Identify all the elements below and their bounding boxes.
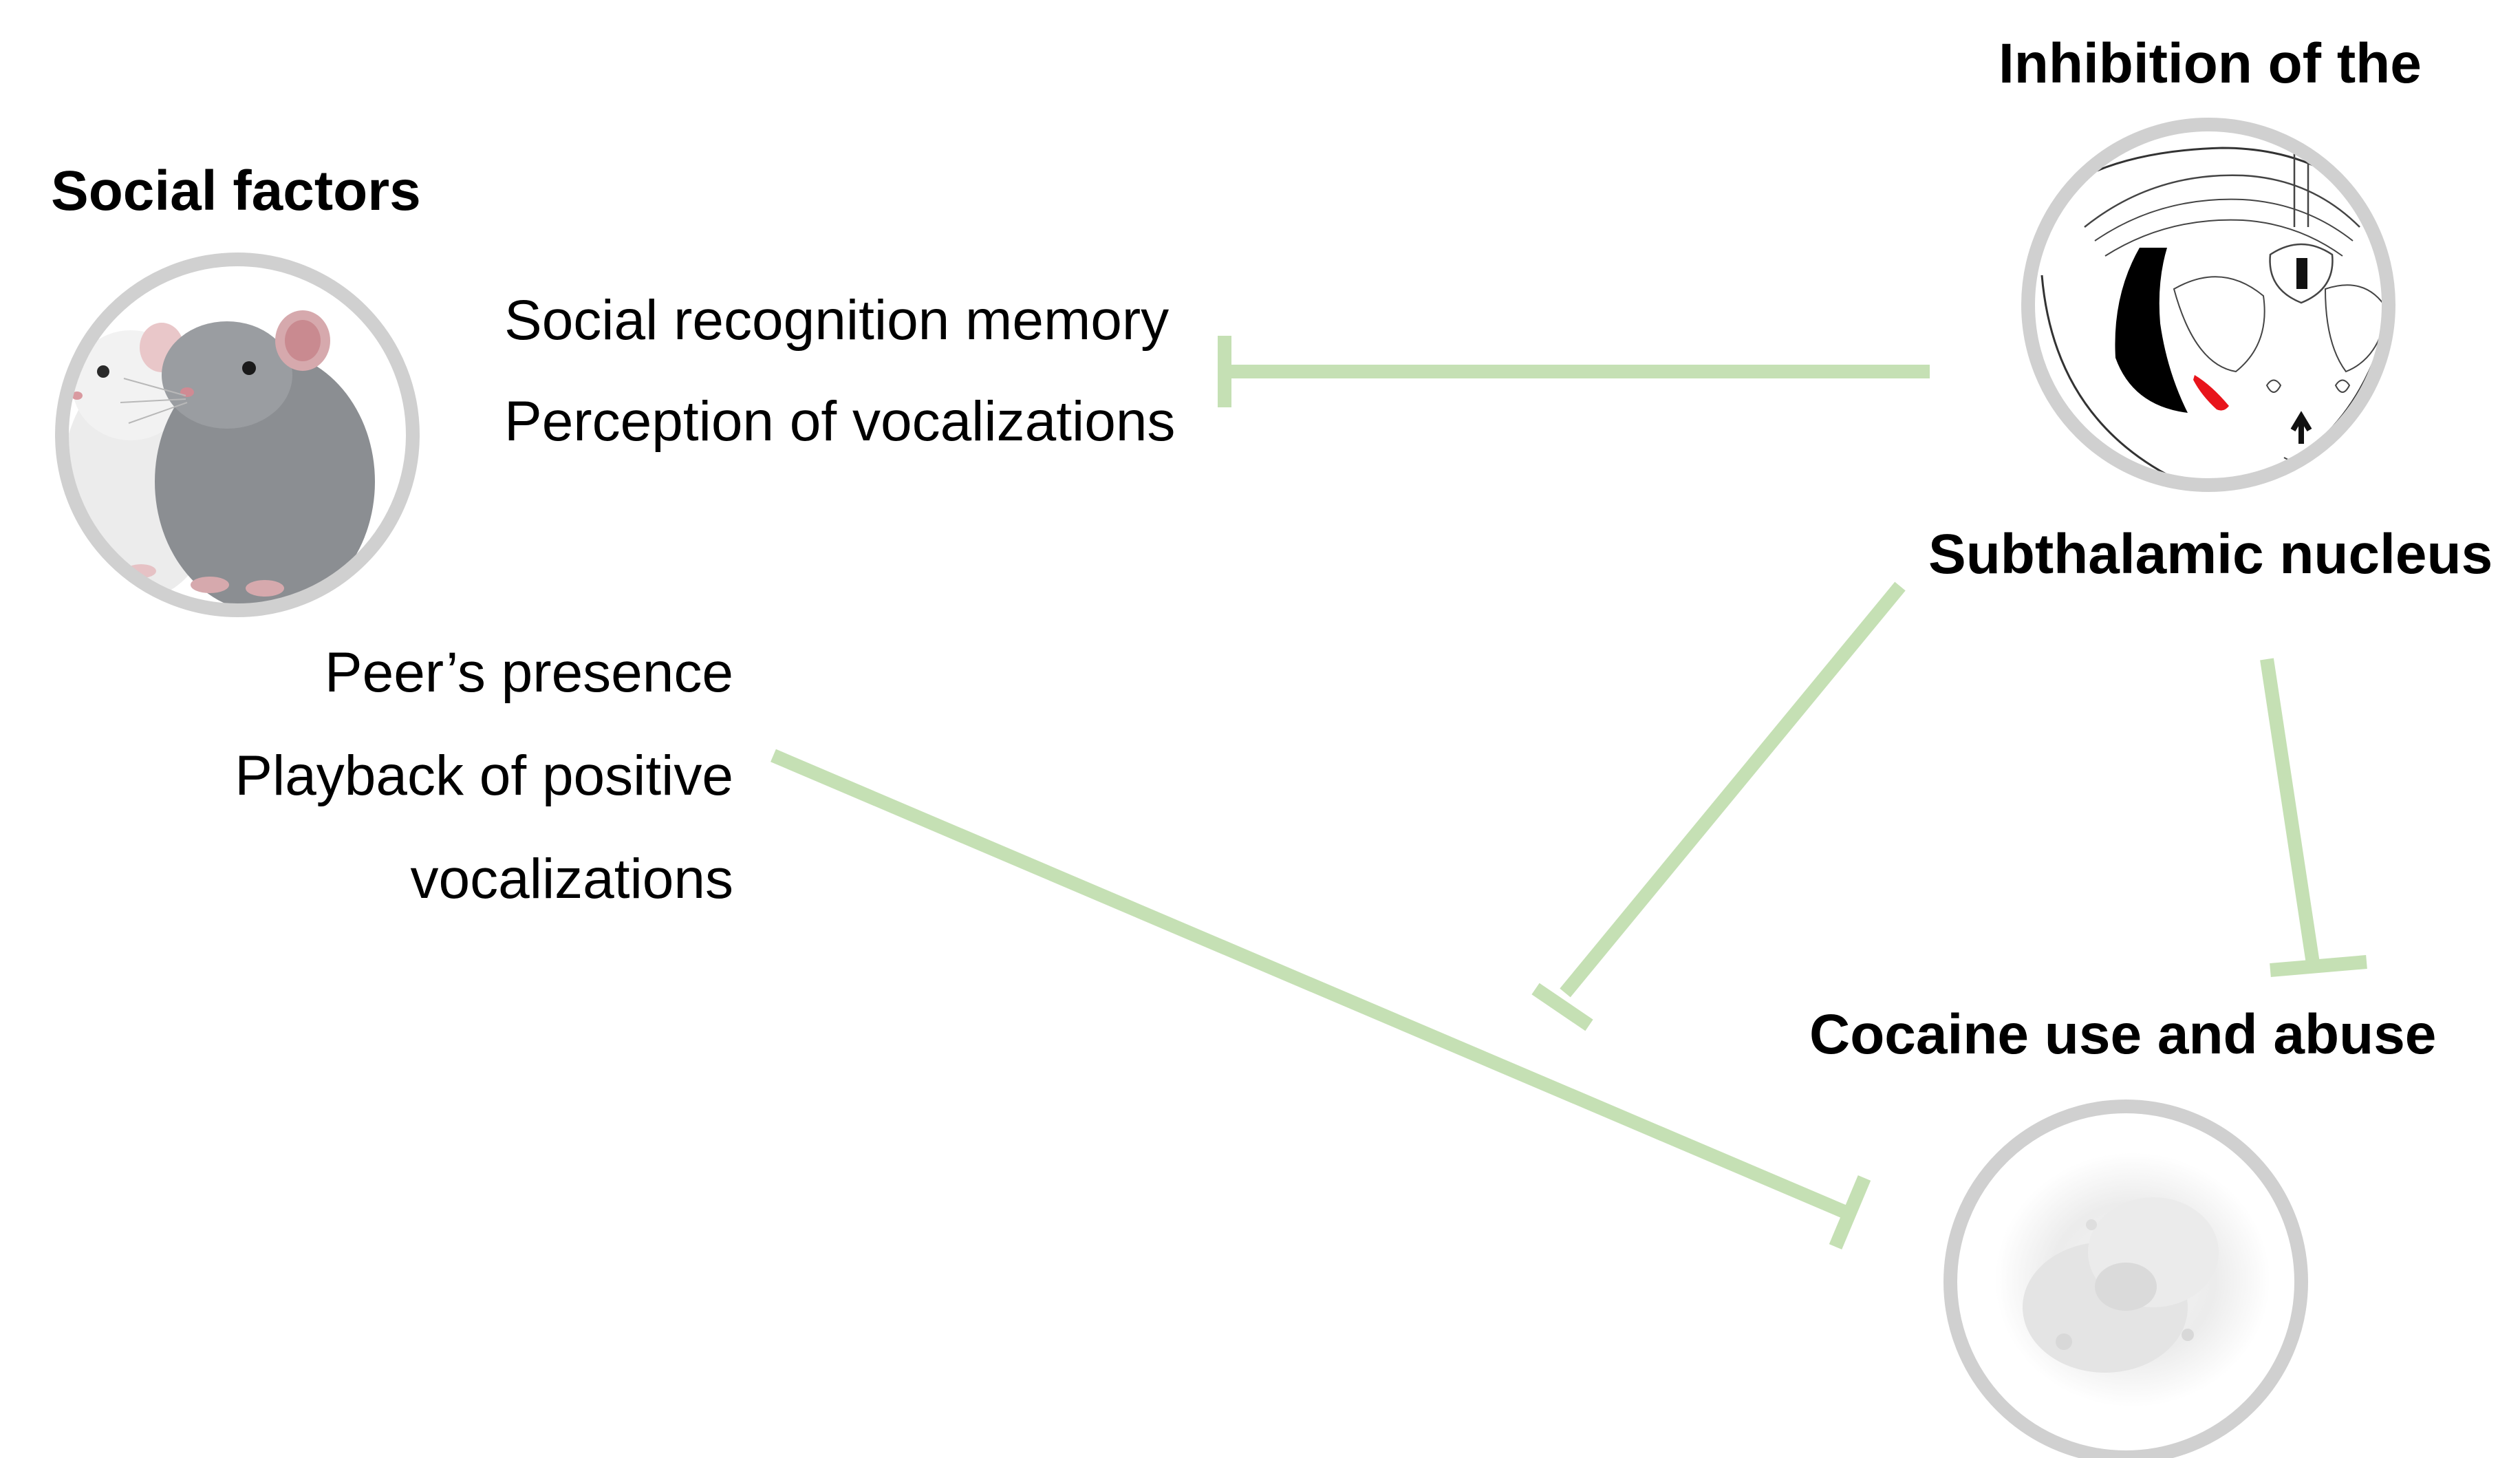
grey-rat-icon	[120, 310, 375, 610]
cocaine-title: Cocaine use and abuse	[1809, 1003, 2437, 1066]
brain-section-image	[2021, 118, 2395, 492]
social-effect-recognition: Social recognition memory	[504, 289, 1170, 352]
cocaine-ring	[1943, 1100, 2308, 1458]
stn-title-line2: Subthalamic nucleus	[1928, 523, 2493, 586]
stn-lesion-icon	[2193, 375, 2229, 411]
stn-to-link-inhibition-arrow	[1531, 581, 1906, 1031]
social-effect-perception: Perception of vocalizations	[504, 390, 1176, 453]
cocaine-powder-image	[1943, 1100, 2308, 1458]
social-to-cocaine-inhibition-arrow	[771, 749, 1871, 1250]
social-factors-ring	[55, 253, 420, 617]
social-effect-vocalizations: vocalizations	[410, 848, 733, 910]
social-effect-playback: Playback of positive	[235, 744, 733, 807]
stn-to-social-inhibition-arrow	[1218, 336, 1930, 407]
rats-image	[55, 253, 420, 617]
social-effect-peer: Peer’s presence	[324, 641, 733, 704]
stn-ring	[2021, 118, 2395, 492]
social-factors-title: Social factors	[51, 160, 421, 222]
stn-to-cocaine-inhibition-arrow	[2260, 658, 2367, 977]
stn-title-line1: Inhibition of the	[1999, 32, 2422, 95]
